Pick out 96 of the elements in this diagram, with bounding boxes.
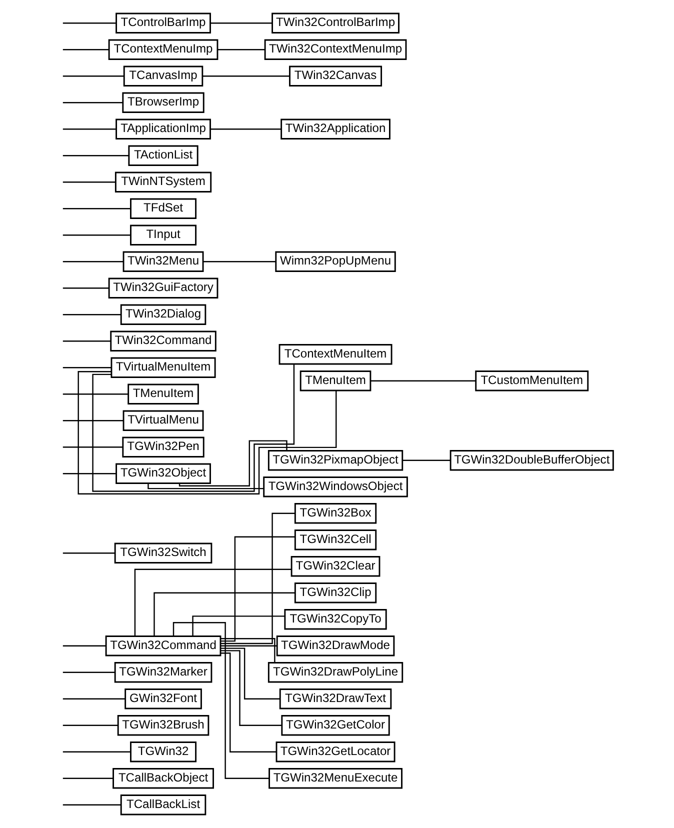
connector [62,182,115,183]
node-box: TCustomMenuItem [474,370,588,392]
node-box: TContextMenuImp [108,39,218,60]
connector [92,364,294,492]
node-box: TGWin32Clear [290,556,380,577]
node-box: TGWin32Box [294,503,376,524]
node-box: TActionList [128,145,198,166]
connector [172,622,269,779]
node-box: TInput [130,224,196,246]
node-box: Wimn32PopUpMenu [274,251,396,272]
connector [62,261,123,262]
node-box: TGWin32Command [104,636,221,656]
node-box: TGWin32DoubleBufferObject [449,450,614,471]
node-box: TGWin32Object [115,463,210,484]
connector [62,724,118,726]
node-box: GWin32Font [124,688,202,710]
node-box: TGWin32 [130,742,196,762]
connector [62,340,110,342]
connector [62,208,130,210]
connector [210,128,281,130]
connector [62,22,116,24]
node-box: TWin32Canvas [288,66,382,86]
connector [220,638,275,662]
node-box: TMenuItem [299,370,371,392]
connector [220,652,276,752]
node-box: TMenuItem [127,384,198,404]
node-box: TWin32Command [110,330,216,352]
connector [62,155,128,156]
node-box: TControlBarImp [115,12,210,34]
node-box: TApplicationImp [115,118,210,140]
node-box: TGWin32DrawPolyLine [267,662,403,683]
node-box: TGWin32MenuExecute [268,768,402,789]
node-box: TGWin32DrawMode [276,636,394,656]
node-box: TVirtualMenu [122,410,204,431]
connector [62,367,111,368]
connector [62,446,122,448]
connector [210,22,272,24]
connector [62,420,123,422]
node-box: TGWin32Switch [114,542,212,564]
connector [62,102,122,104]
connector [62,49,108,50]
node-box: TGWin32WindowsObject [262,476,408,498]
connector [62,473,116,474]
connector [220,650,281,726]
connector [62,672,114,673]
connector [62,552,114,554]
connector [62,76,124,77]
node-box: TWin32ContextMenuImp [264,39,406,60]
connector [192,616,284,636]
node-box: TGWin32DrawText [278,688,392,710]
node-box: TGWin32Clip [294,582,376,604]
connector [62,645,106,646]
node-box: TContextMenuItem [278,344,392,365]
connector [220,648,280,700]
connector [220,536,294,642]
connector [220,512,295,644]
node-box: TWinNTSystem [114,172,212,192]
node-box: TWin32Application [280,118,390,140]
node-box: TCallBackList [120,794,206,816]
connector [220,645,276,646]
connector [402,460,450,461]
connector [62,234,130,236]
connector [202,261,276,262]
node-box: TGWin32Brush [116,715,209,736]
connector [202,76,289,77]
node-box: TGWin32Pen [122,436,204,458]
node-box: TBrowserImp [122,92,204,113]
connector [134,568,291,636]
node-box: TGWin32CopyTo [284,609,386,630]
node-box: TGWin32GetColor [280,715,390,736]
connector [77,371,336,494]
node-box: TGWin32Cell [294,530,376,550]
connector [217,49,264,50]
connector [370,380,476,382]
connector [62,804,120,806]
connector [147,484,264,490]
connector [153,592,294,636]
node-box: TCanvasImp [122,66,203,86]
node-box: TWin32ControlBarImp [271,12,399,34]
node-box: TFdSet [130,198,196,219]
connector [62,778,112,779]
node-box: TGWin32Marker [114,662,212,683]
node-box: TCallBackObject [112,768,214,789]
node-box: TGWin32PixmapObject [267,450,403,471]
connector [62,288,108,289]
connector [62,394,128,395]
node-box: TVirtualMenuItem [110,357,216,378]
connector [62,698,125,700]
connector [62,751,130,752]
connector [62,128,116,130]
node-box: TWin32Menu [122,251,204,272]
node-box: TGWin32GetLocator [275,742,395,762]
node-box: TWin32Dialog [120,304,206,325]
node-box: TWin32GuiFactory [108,278,218,298]
connector [62,314,120,316]
connector [178,440,287,487]
